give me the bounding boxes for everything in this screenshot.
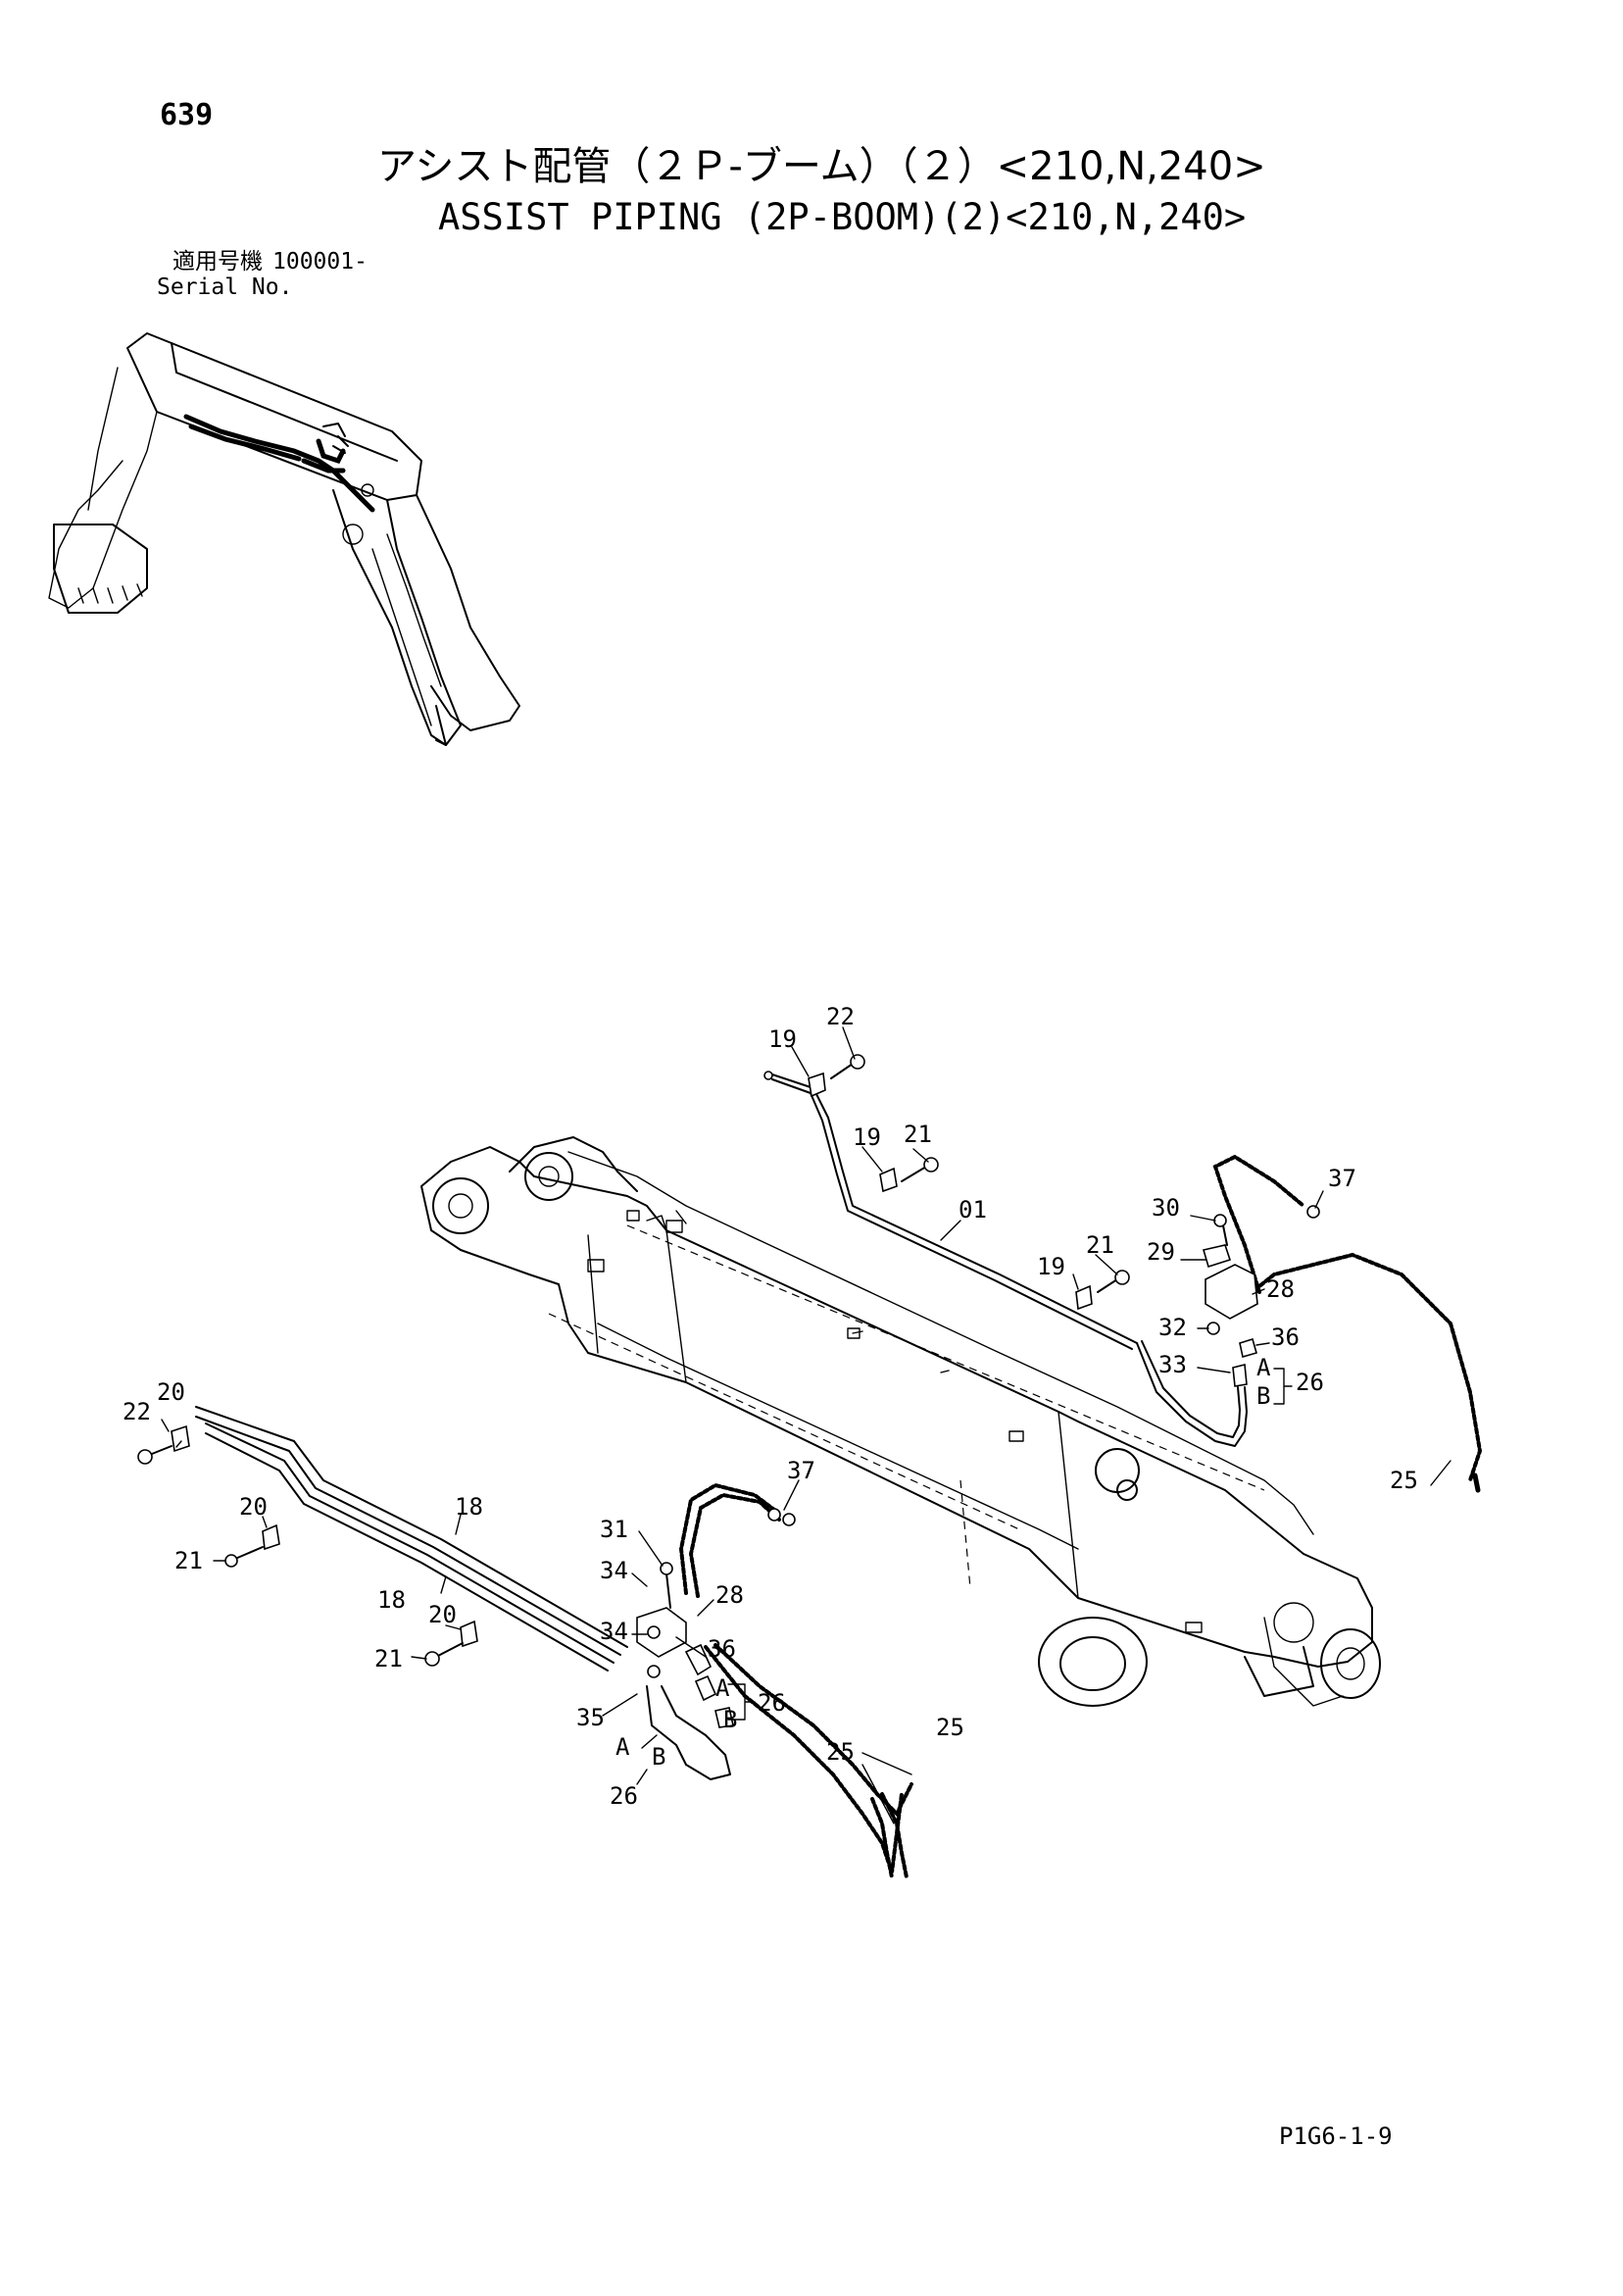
serial-label-english: Serial No. bbox=[157, 275, 293, 300]
callout-21: 21 bbox=[904, 1121, 932, 1148]
callout-A: A bbox=[715, 1674, 730, 1702]
page-number: 639 bbox=[160, 98, 214, 132]
excavator-overview-drawing bbox=[48, 332, 520, 746]
callout-19: 19 bbox=[768, 1025, 797, 1053]
pipe-18-pair bbox=[137, 1406, 628, 1672]
callout-21: 21 bbox=[174, 1547, 203, 1574]
callout-29: 29 bbox=[1147, 1238, 1175, 1266]
callout-25: 25 bbox=[826, 1738, 855, 1766]
pipe-01-clamps bbox=[808, 1054, 1130, 1311]
serial-label-japanese: 適用号機 bbox=[172, 249, 263, 275]
callout-A: A bbox=[1256, 1354, 1271, 1381]
callout-28: 28 bbox=[1266, 1275, 1295, 1303]
callout-37: 37 bbox=[1328, 1165, 1356, 1192]
callout-34: 34 bbox=[600, 1557, 628, 1584]
page-code: P1G6-1-9 bbox=[1279, 2122, 1393, 2150]
callout-labels: 22 19 21 19 01 21 19 37 30 29 28 32 36 3… bbox=[123, 1003, 1418, 1810]
callout-01: 01 bbox=[959, 1196, 987, 1223]
callout-20: 20 bbox=[157, 1378, 185, 1406]
callout-21: 21 bbox=[1086, 1231, 1114, 1259]
callout-19: 19 bbox=[1037, 1253, 1065, 1280]
callout-36: 36 bbox=[708, 1635, 736, 1663]
callout-26: 26 bbox=[610, 1782, 638, 1810]
callout-21: 21 bbox=[374, 1645, 403, 1672]
right-hose-assembly bbox=[1136, 1154, 1483, 1493]
callout-20: 20 bbox=[428, 1601, 457, 1628]
callout-25: 25 bbox=[936, 1714, 964, 1741]
callout-18: 18 bbox=[377, 1586, 406, 1614]
callout-35: 35 bbox=[576, 1704, 605, 1731]
callout-22: 22 bbox=[123, 1398, 151, 1425]
callout-33: 33 bbox=[1158, 1351, 1187, 1378]
callout-32: 32 bbox=[1158, 1314, 1187, 1341]
callout-34: 34 bbox=[600, 1618, 628, 1645]
title-japanese: アシスト配管（２Ｐ-ブーム）（２）<210,N,240> bbox=[377, 144, 1266, 189]
callout-20: 20 bbox=[239, 1493, 268, 1521]
title-english: ASSIST PIPING (2P-BOOM)(2)<210,N,240> bbox=[438, 196, 1247, 238]
callout-36: 36 bbox=[1271, 1323, 1300, 1351]
callout-30: 30 bbox=[1152, 1194, 1180, 1222]
callout-31: 31 bbox=[600, 1516, 628, 1543]
boom-structure bbox=[420, 1136, 1381, 1707]
callout-B: B bbox=[652, 1743, 665, 1771]
callout-18: 18 bbox=[455, 1493, 483, 1521]
center-hose-assembly bbox=[636, 1482, 913, 1879]
callout-19: 19 bbox=[853, 1123, 881, 1151]
callout-25: 25 bbox=[1390, 1467, 1418, 1494]
callout-22: 22 bbox=[826, 1003, 855, 1030]
callout-28: 28 bbox=[715, 1581, 744, 1609]
leader-lines bbox=[161, 1026, 1451, 1824]
callout-37: 37 bbox=[787, 1457, 815, 1484]
callout-A: A bbox=[615, 1733, 630, 1761]
serial-number-value: 100001- bbox=[272, 249, 368, 275]
callout-B: B bbox=[723, 1706, 737, 1733]
callout-26: 26 bbox=[758, 1689, 786, 1717]
callout-B: B bbox=[1256, 1382, 1270, 1410]
callout-26: 26 bbox=[1296, 1369, 1324, 1396]
